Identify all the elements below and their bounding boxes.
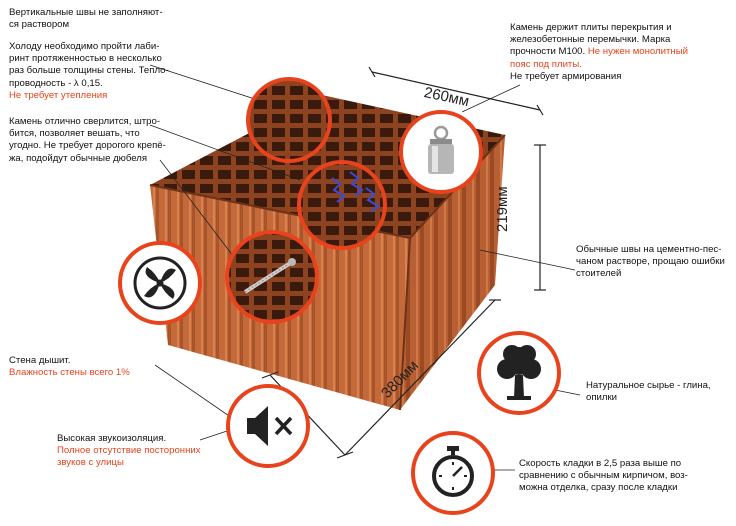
screw-icon (243, 258, 296, 294)
drilling-line-1: Камень отлично сверлится, штро- (9, 116, 161, 127)
speed-callout (411, 431, 495, 515)
heat-callout (297, 160, 387, 250)
weight-icon (428, 125, 454, 174)
cold-path-text: Холоду необходимо пройти лаби- ринт прот… (9, 41, 169, 102)
breathing-callout (118, 241, 202, 325)
speed-line-2: сравнению с обычным кирпичом, воз- (519, 470, 688, 482)
load-line-2: железобетонные перемычки. Марка (510, 34, 671, 46)
mute-speaker-icon (247, 406, 293, 446)
soundproof-highlight-1: Полное отсутствие посторонних (57, 445, 201, 457)
breathing-line-1: Стена дышит. (9, 355, 71, 366)
soundproof-highlight-2: звуков с улицы (57, 457, 124, 469)
brick-right-face (400, 135, 505, 410)
natural-line-2: опилки (586, 392, 618, 404)
cold-path-line-3: раз больше толщины стены. Тепло- (9, 65, 169, 77)
drilling-line-3: угодно. Не требует дорогого крепё- (9, 140, 166, 152)
vertical-joints-line-2: ся раствором (9, 19, 70, 31)
drilling-line-2: бится, позволяет вешать, что (9, 128, 140, 140)
breathing-text: Стена дышит. Влажность стены всего 1% (9, 355, 130, 379)
cold-path-line-1: Холоду необходимо пройти лаби- (9, 41, 160, 52)
soundproof-line-1: Высокая звукоизоляция. (57, 433, 167, 444)
cold-path-line-4: проводность - λ 0,15. (9, 77, 103, 89)
cold-path-highlight: Не требует утепления (9, 89, 108, 101)
cold-path-line-2: ринт протяженностью в несколько (9, 53, 162, 65)
speed-text: Скорость кладки в 2,5 раза выше по сравн… (519, 458, 688, 495)
natural-callout (477, 331, 561, 415)
screw-callout (225, 230, 319, 324)
sound-callout (226, 384, 310, 468)
mortar-line-2: чаном растворе, прощаю ошибки (576, 256, 725, 268)
cells-callout (246, 77, 332, 163)
speed-line-1: Скорость кладки в 2,5 раза выше по (519, 458, 682, 469)
tree-icon (497, 345, 541, 400)
breathing-highlight: Влажность стены всего 1% (9, 367, 130, 379)
mortar-text: Обычные швы на цементно-пес- чаном раств… (576, 244, 725, 281)
vertical-joints-line-1: Вертикальные швы не заполняют- (9, 7, 163, 18)
load-line-3-text: прочности М100. (510, 46, 586, 58)
speed-line-3: можна отделка, сразу после кладки (519, 482, 678, 494)
natural-line-1: Натуральное сырье - глина, (586, 380, 711, 391)
vertical-joints-text: Вертикальные швы не заполняют- ся раство… (9, 7, 163, 31)
load-line-1: Камень держит плиты перекрытия и (510, 22, 672, 33)
load-highlight-inline: Не нужен монолитный (587, 46, 688, 58)
load-text: Камень держит плиты перекрытия и железоб… (510, 22, 688, 83)
dimension-height: 219мм (494, 186, 511, 232)
mortar-line-1: Обычные швы на цементно-пес- (576, 244, 722, 255)
drilling-line-4: жа, подойдут обычные дюбеля (9, 152, 148, 164)
load-callout (399, 110, 483, 194)
fan-icon (133, 256, 187, 310)
load-tail: Не требует армирования (510, 70, 622, 82)
load-highlight-line: пояс под плиты. (510, 58, 582, 70)
natural-text: Натуральное сырье - глина, опилки (586, 380, 711, 404)
stopwatch-icon (432, 446, 474, 497)
drilling-text: Камень отлично сверлится, штро- бится, п… (9, 116, 166, 165)
soundproof-text: Высокая звукоизоляция. Полное отсутствие… (57, 433, 201, 470)
mortar-line-3: стоителей (576, 268, 622, 280)
load-line-3: прочности М100. Не нужен монолитный (510, 46, 688, 58)
wave-icon (331, 177, 346, 203)
